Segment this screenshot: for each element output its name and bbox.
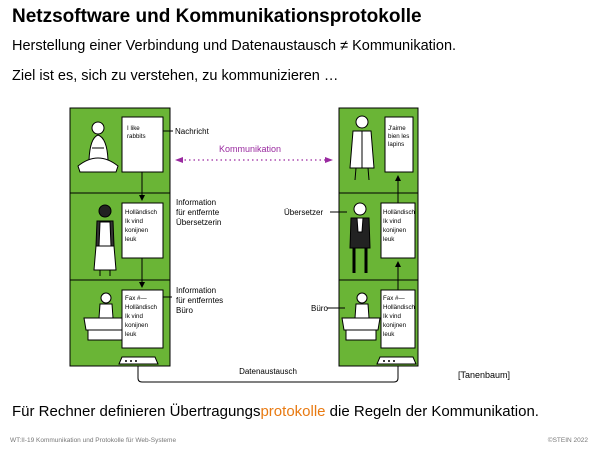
lnm-line: Holländisch — [125, 209, 158, 216]
statement-line: Herstellung einer Verbindung und Datenau… — [12, 38, 456, 54]
label-datenaustausch: Datenaustausch — [239, 367, 297, 376]
lnt-line: I like — [127, 125, 140, 132]
loffice-line: für entferntes — [176, 296, 223, 305]
rnm-line: leuk — [383, 236, 395, 243]
translator-figure-right — [349, 202, 371, 273]
office-figure-right — [341, 292, 381, 341]
ltrans-line: Information — [176, 198, 216, 207]
label-nachricht: Nachricht — [175, 127, 210, 136]
protocol-definition-line: Für Rechner definieren Übertragungsproto… — [12, 403, 539, 420]
label-translator: Übersetzer — [284, 208, 323, 217]
loffice-line: Büro — [176, 306, 193, 315]
note-right-top — [384, 116, 414, 173]
slide-title: Netzsoftware und Kommunikationsprotokoll… — [12, 6, 422, 27]
note-left-bottom — [121, 289, 164, 349]
lnb-line: leuk — [125, 331, 137, 338]
rnm-line: konijnen — [383, 227, 407, 234]
right-network-device — [376, 356, 417, 365]
lnm-line: Ik vind — [125, 218, 143, 225]
rnb-line: Holländisch — [383, 304, 416, 311]
office-figure-left — [83, 292, 129, 341]
source-citation: [Tanenbaum] — [458, 370, 510, 380]
philosopher-figure — [77, 121, 119, 173]
note-left-middle-text: Holländisch Ik vind konijnen leuk — [125, 209, 158, 243]
rnm-line: Ik vind — [383, 218, 401, 225]
definition-text-end: die Regeln der Kommunikation. — [325, 403, 539, 420]
ltrans-line: Übersetzerin — [176, 218, 221, 227]
lnb-line: Holländisch — [125, 304, 158, 311]
rnt-line: J'aime — [388, 125, 406, 132]
lnm-line: leuk — [125, 236, 137, 243]
note-right-middle-text: Holländisch Ik vind konijnen leuk — [383, 209, 416, 243]
monk-figure — [349, 115, 375, 181]
not-equal-symbol: ≠ — [340, 38, 349, 54]
label-office: Büro — [311, 304, 328, 313]
lnm-line: konijnen — [125, 227, 149, 234]
protocol-keyword: protokolle — [260, 403, 326, 420]
datenaustausch-cable — [137, 366, 399, 383]
note-right-bottom-text: Fax #— Holländisch Ik vind konijnen leuk — [383, 295, 416, 338]
lnt-line: rabbits — [127, 133, 146, 140]
rnb-line: Fax #— — [383, 295, 405, 302]
rnb-line: konijnen — [383, 322, 407, 329]
lnb-line: Ik vind — [125, 313, 143, 320]
rnt-line: lapins — [388, 141, 404, 148]
rnb-line: Ik vind — [383, 313, 401, 320]
rnb-line: leuk — [383, 331, 395, 338]
left-network-device — [118, 356, 159, 365]
footer-course: WT:II-19 Kommunikation und Protokolle fü… — [10, 437, 177, 444]
translator-figure-left — [93, 204, 117, 276]
lnb-line: konijnen — [125, 322, 149, 329]
goal-line: Ziel ist es, sich zu verstehen, zu kommu… — [12, 68, 339, 84]
statement-text: Herstellung einer Verbindung und Datenau… — [12, 38, 337, 54]
note-right-middle — [380, 202, 416, 259]
loffice-line: Information — [176, 286, 216, 295]
ltrans-line: für entfernte — [176, 208, 220, 217]
note-left-bottom-text: Fax #— Holländisch Ik vind konijnen leuk — [125, 295, 158, 338]
statement-text-end: Kommunikation. — [352, 38, 457, 54]
rnt-line: bien les — [388, 133, 409, 140]
definition-text: Für Rechner definieren Übertragungs — [12, 403, 261, 420]
note-left-top — [121, 116, 164, 173]
kommunikation-label: Kommunikation — [219, 144, 281, 154]
footer-copyright: ©STEIN 2022 — [547, 437, 588, 444]
lnb-line: Fax #— — [125, 295, 147, 302]
rnm-line: Holländisch — [383, 209, 416, 216]
